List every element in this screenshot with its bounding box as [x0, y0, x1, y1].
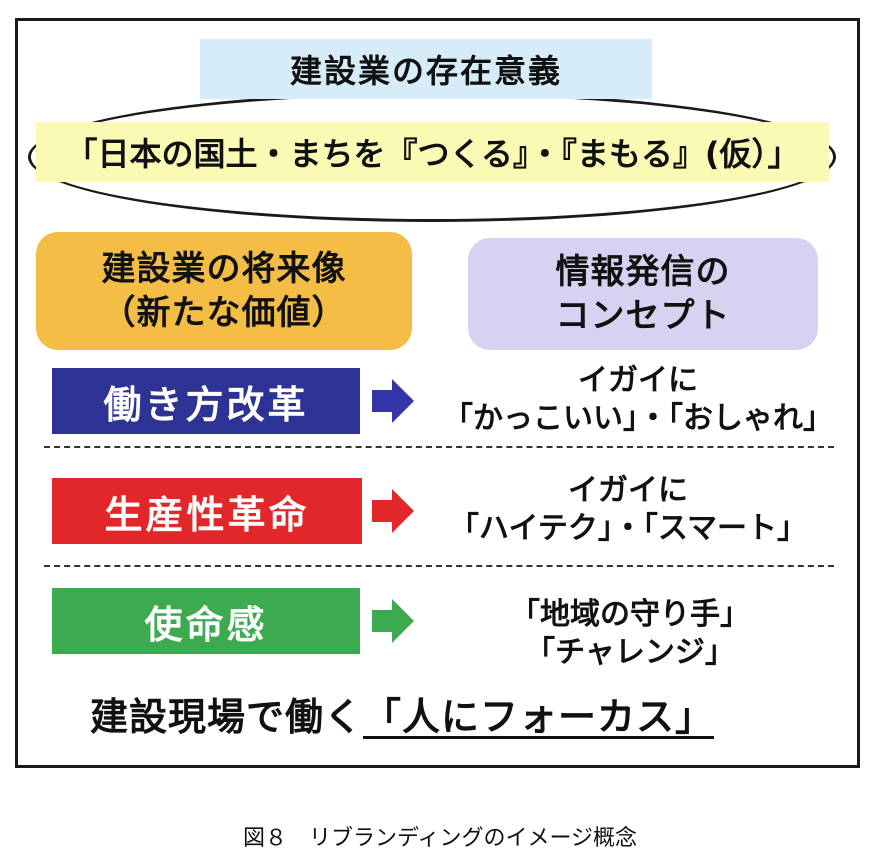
concept-line2: コンセプト	[555, 296, 731, 336]
work-style-reform-text: 働き方改革	[103, 382, 309, 427]
row2-desc-line2: 「ハイテク」・「スマート」	[449, 510, 807, 546]
work-style-reform-label: 働き方改革	[52, 368, 360, 434]
concept-box: 情報発信の コンセプト	[468, 238, 818, 350]
focus-statement-prefix: 建設現場で働く	[90, 695, 364, 739]
focus-statement-emphasis: 「人にフォーカス」	[363, 695, 715, 739]
arrow-shape-green	[372, 599, 414, 643]
figure-caption: 図８ リブランディングのイメージ概念	[242, 826, 638, 851]
productivity-revolution-label: 生産性革命	[52, 478, 362, 544]
dashed-divider	[44, 565, 834, 567]
row1-desc-line2: 「かっこいい」・「おしゃれ」	[443, 400, 833, 436]
slogan-banner: 「日本の国土・まちを『つくる』・『まもる』(仮）」	[36, 122, 829, 182]
arrow-shape-red	[372, 489, 414, 533]
arrow-shape-blue	[372, 379, 414, 423]
future-vision-line1: 建設業の将来像	[101, 248, 347, 289]
right-arrow-icon	[372, 599, 414, 643]
row3-description: 「地域の守り手」 「チャレンジ」	[470, 596, 790, 671]
row2-description: イガイに 「ハイテク」・「スマート」	[418, 472, 838, 547]
row3-desc-line2: 「チャレンジ」	[525, 634, 735, 670]
diagram-title-text: 建設業の存在意義	[289, 52, 562, 90]
row2-desc-line1: イガイに	[568, 473, 688, 508]
productivity-revolution-text: 生産性革命	[104, 492, 310, 537]
right-arrow-icon	[372, 379, 414, 423]
focus-on-people-statement: 建設現場で働く「人にフォーカス」	[90, 686, 714, 741]
row3-desc-line1: 「地域の守り手」	[510, 597, 750, 632]
sense-of-mission-text: 使命感	[144, 602, 268, 647]
right-arrow-icon	[372, 489, 414, 533]
row1-desc-line1: イガイに	[578, 363, 698, 398]
dashed-divider	[44, 446, 834, 448]
future-vision-line2: （新たな価値）	[101, 293, 347, 333]
future-vision-box: 建設業の将来像 （新たな価値）	[36, 232, 412, 350]
sense-of-mission-label: 使命感	[52, 588, 360, 654]
diagram-title: 建設業の存在意義	[200, 39, 652, 99]
row1-description: イガイに 「かっこいい」・「おしゃれ」	[418, 362, 858, 437]
concept-line1: 情報発信の	[555, 251, 731, 292]
slogan-text: 「日本の国土・まちを『つくる』・『まもる』(仮）」	[65, 135, 800, 173]
